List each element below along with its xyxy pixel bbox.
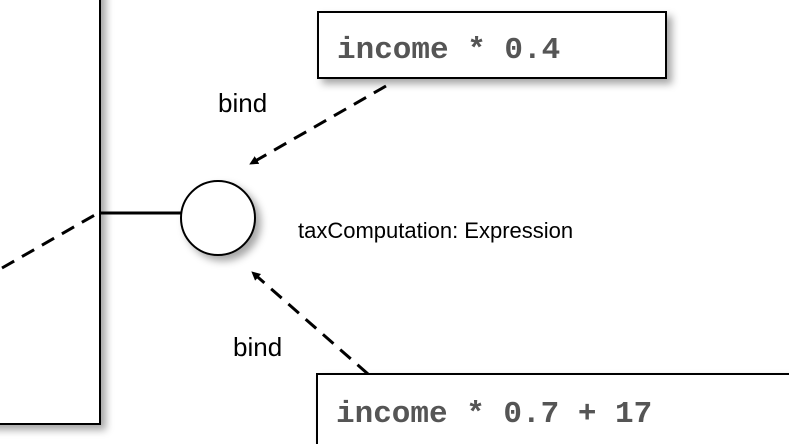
component-box [0, 0, 101, 425]
bind-label-bottom: bind [233, 332, 282, 362]
expression-box-top: income * 0.4 [317, 11, 667, 79]
bind-arrow-top [249, 84, 387, 166]
dashed-connector-left [1, 210, 101, 270]
bind-label-top: bind [218, 88, 267, 118]
tax-computation-port[interactable] [180, 180, 256, 256]
expression-box-bottom: income * 0.7 + 17 [316, 373, 789, 444]
port-label: taxComputation: Expression [298, 218, 573, 243]
expression-bottom-text: income * 0.7 + 17 [336, 397, 652, 432]
expression-top-text: income * 0.4 [337, 33, 560, 68]
bind-arrow-bottom [251, 270, 369, 376]
